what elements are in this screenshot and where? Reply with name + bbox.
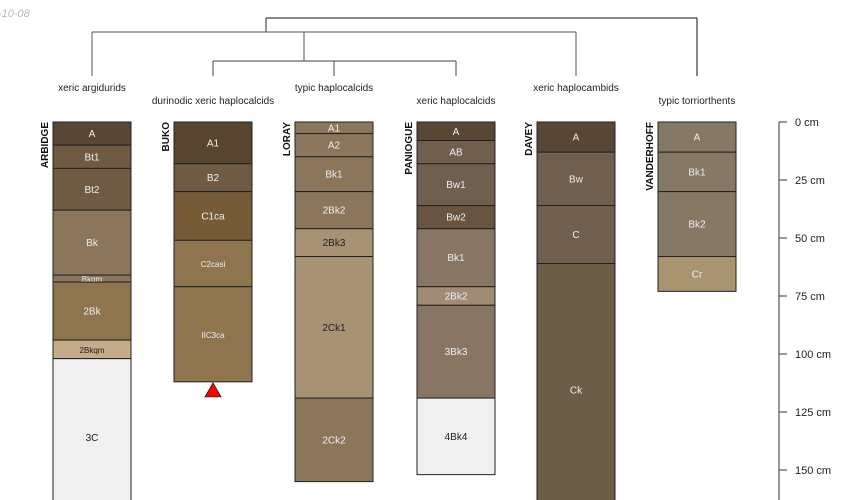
horizon-label: 4Bk4 — [445, 432, 468, 443]
horizon — [52, 209, 132, 276]
horizon — [294, 256, 374, 399]
profile-name: BUKO — [161, 122, 172, 152]
soil-profile: DAVEY A BwC Ck — [524, 121, 616, 500]
bottom-marker-triangle-icon — [204, 382, 222, 398]
horizon — [536, 205, 616, 265]
horizon-label: C — [572, 230, 579, 241]
taxon-label: xeric haplocalcids — [417, 96, 496, 107]
horizon — [536, 263, 616, 500]
horizon — [416, 397, 496, 476]
horizon-label: A2 — [328, 141, 341, 152]
horizon-label: A — [573, 133, 580, 144]
date-label: -10-08 — [0, 8, 30, 20]
horizon-label: Bkqm — [82, 275, 103, 284]
horizon-label: A — [453, 127, 460, 138]
horizon-label: A — [694, 133, 701, 144]
horizon-label: Bk2 — [688, 220, 706, 231]
horizon — [536, 121, 616, 153]
horizon-label: 2Bk — [83, 307, 101, 318]
taxon-label: typic haplocalcids — [295, 83, 373, 94]
profile-name: VANDERHOFF — [645, 122, 656, 191]
horizon — [173, 191, 253, 241]
taxon-label: typic torriorthents — [659, 96, 736, 107]
taxon-label: durinodic xeric haplocalcids — [152, 96, 274, 107]
horizon — [294, 156, 374, 193]
horizon-label: A1 — [207, 138, 220, 149]
depth-tick-label: 75 cm — [795, 291, 825, 303]
horizon — [173, 239, 253, 288]
horizon — [52, 358, 132, 500]
horizon-label: Bt2 — [84, 185, 99, 196]
horizon-label: AB — [449, 148, 463, 159]
horizon-label: C2casi — [201, 260, 226, 269]
horizon-label: Bk1 — [325, 170, 343, 181]
horizon-label: A — [89, 129, 96, 140]
horizon-label: 2Ck2 — [322, 435, 346, 446]
horizon-label: Bw1 — [446, 180, 466, 191]
horizon — [416, 228, 496, 288]
horizon — [294, 191, 374, 230]
horizon-label: 2Bk2 — [445, 292, 468, 303]
horizon — [657, 191, 737, 258]
horizon-label: Bw — [569, 174, 584, 185]
horizon-label: 2Ck1 — [322, 323, 346, 334]
depth-tick-label: 50 cm — [795, 233, 825, 245]
horizon — [294, 397, 374, 483]
depth-axis: 0 cm 25 cm 50 cm 75 cm 100 cm 125 cm 150 cm — [778, 117, 831, 500]
depth-tick-label: 100 cm — [795, 349, 831, 361]
horizon-label: Bk1 — [447, 253, 465, 264]
horizon — [657, 151, 737, 193]
horizon-label: 2Bkqm — [80, 346, 105, 355]
horizon-label: Bt1 — [84, 152, 99, 163]
horizon-label: 3C — [86, 433, 99, 444]
profile-name: PANIOGUE — [404, 122, 415, 175]
horizon-label: Bw2 — [446, 213, 466, 224]
horizon-label: IIC3ca — [201, 331, 225, 340]
horizon-label: Ck — [570, 385, 583, 396]
horizon-label: B2 — [207, 173, 220, 184]
depth-tick-label: 150 cm — [795, 465, 831, 477]
taxon-label: xeric haplocambids — [533, 83, 619, 94]
depth-tick-label: 0 cm — [795, 117, 819, 129]
horizon-label: 3Bk3 — [445, 347, 468, 358]
horizon — [657, 121, 737, 153]
taxon-label: xeric argidurids — [58, 83, 126, 94]
horizon — [657, 256, 737, 292]
horizon-label: 2Bk3 — [323, 238, 346, 249]
horizon — [173, 286, 253, 383]
profile-name: DAVEY — [524, 122, 535, 156]
profile-name: ARBIDGE — [40, 122, 51, 168]
horizon-label: Bk — [86, 238, 99, 249]
horizon-label: Cr — [692, 269, 703, 280]
horizon-label: Bk1 — [688, 167, 706, 178]
horizon-label: A1 — [328, 123, 341, 134]
profile-name: LORAY — [282, 122, 293, 156]
depth-tick-label: 25 cm — [795, 175, 825, 187]
horizon — [294, 228, 374, 258]
depth-tick-label: 125 cm — [795, 407, 831, 419]
horizon-label: 2Bk2 — [323, 206, 346, 217]
horizon-label: C1ca — [201, 211, 225, 222]
